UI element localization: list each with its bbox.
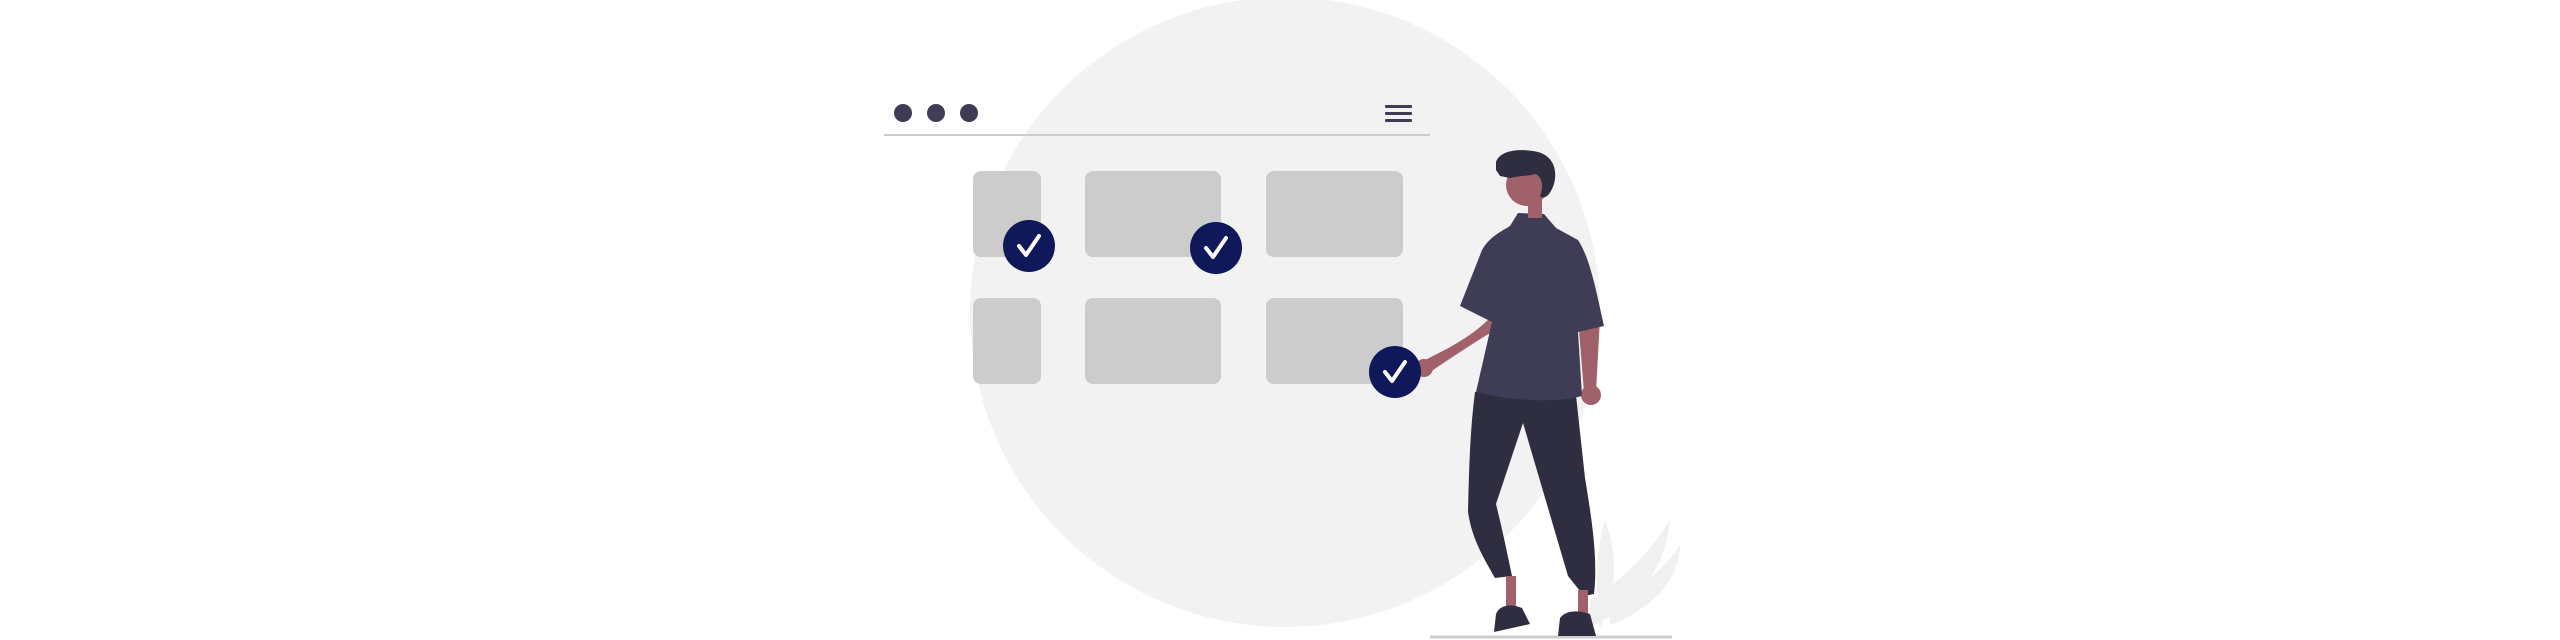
person-shoe-icon [1494, 605, 1530, 632]
check-circle-icon [1003, 220, 1055, 272]
check-circle-icon [1190, 222, 1242, 274]
card[interactable] [1266, 171, 1403, 257]
card[interactable] [1266, 298, 1403, 384]
window-dot-icon [960, 104, 978, 122]
person-left-arm [1418, 318, 1495, 376]
person-pants [1468, 386, 1596, 596]
card[interactable] [973, 298, 1041, 384]
card[interactable] [1085, 298, 1221, 384]
person-right-arm [1578, 318, 1600, 392]
window-dot-icon [927, 104, 945, 122]
window-dot-icon [894, 104, 912, 122]
person-hair [1496, 150, 1556, 198]
card[interactable] [1085, 171, 1221, 257]
decorative-plant [1590, 520, 1680, 628]
window-header [884, 104, 1430, 136]
person-shirt [1460, 213, 1604, 401]
person-figure [1415, 150, 1604, 636]
person-shoe-icon [1558, 611, 1596, 636]
check-circle-icon [1369, 346, 1421, 398]
card-grid [973, 171, 1403, 384]
hamburger-menu-icon[interactable] [1385, 105, 1412, 122]
